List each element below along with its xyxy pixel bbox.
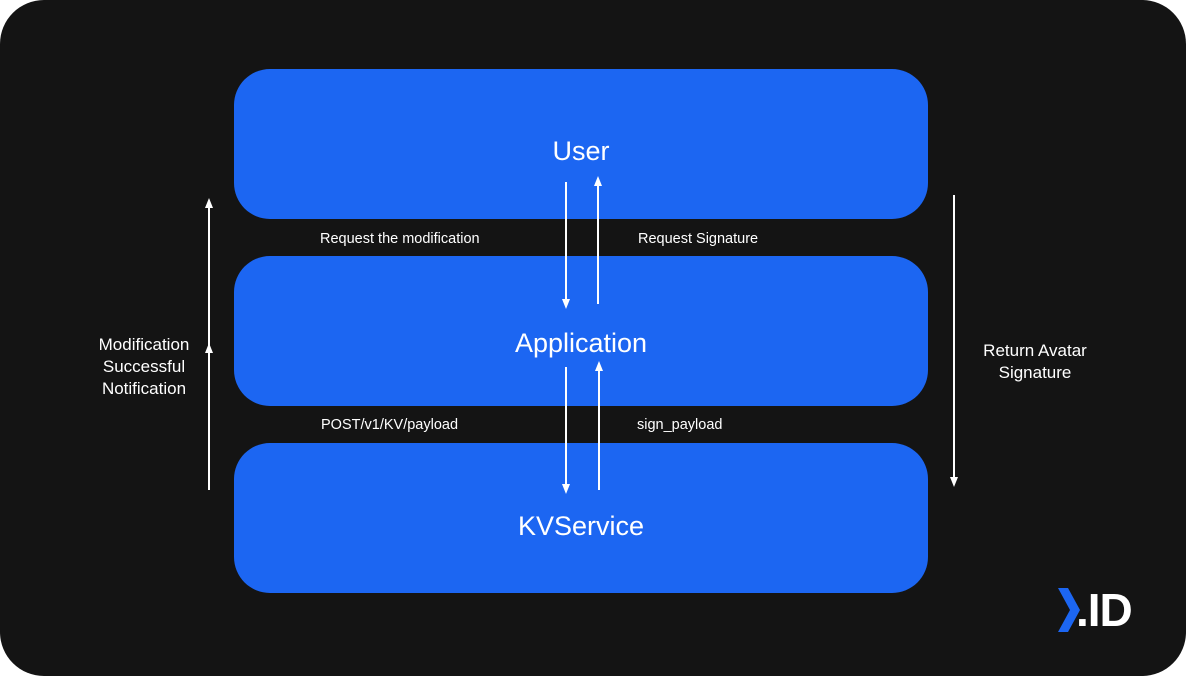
side-label-return-avatar-signature: Return Avatar Signature <box>960 340 1110 384</box>
chevron-right-icon <box>1058 588 1080 632</box>
edge-label-request-modification: Request the modification <box>320 231 480 247</box>
id-logo: .ID <box>1056 584 1146 636</box>
logo-text: .ID <box>1076 584 1133 636</box>
side-label-right-line-2: Signature <box>998 363 1072 382</box>
application-node-label: Application <box>514 327 648 358</box>
kvservice-node: KVService <box>234 443 928 593</box>
side-label-right-line-1: Return Avatar <box>983 341 1087 360</box>
application-node: Application <box>234 256 928 406</box>
side-label-left-line-1: Modification <box>98 335 190 354</box>
kvservice-node-label: KVService <box>517 510 645 541</box>
edge-label-post-payload: POST/v1/KV/payload <box>321 417 459 433</box>
edge-label-request-signature: Request Signature <box>638 231 759 247</box>
side-label-modification-notification: Modification Successful Notification <box>69 334 219 400</box>
side-label-left-line-3: Notification <box>101 379 187 398</box>
side-label-left-line-2: Successful <box>102 357 186 376</box>
edge-label-sign-payload: sign_payload <box>637 417 723 433</box>
user-node-label: User <box>552 135 610 166</box>
user-node: User <box>234 69 928 219</box>
